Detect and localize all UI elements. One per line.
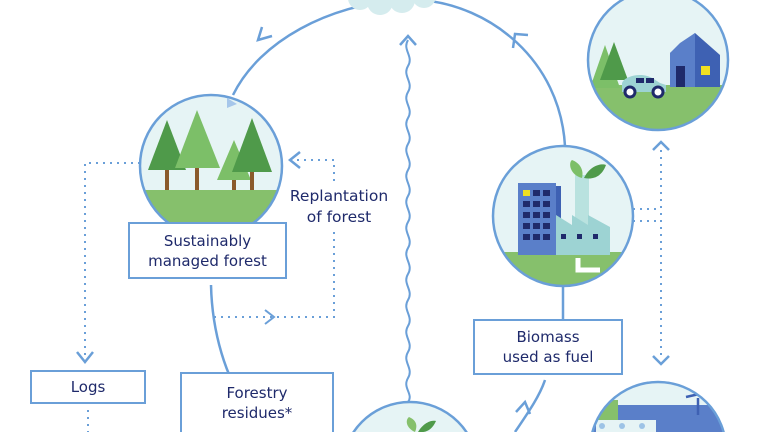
forest-dotted-connectors bbox=[84, 159, 335, 360]
arrow-down-transport-icon bbox=[652, 355, 670, 366]
residues-label-line-2: residues* bbox=[221, 404, 293, 422]
arrow-right-arc-icon bbox=[511, 32, 529, 49]
arrow-to-logs-icon bbox=[76, 351, 94, 365]
house-plant-dotted-connectors bbox=[633, 150, 662, 360]
arrow-to-forest-icon bbox=[287, 151, 301, 169]
arrow-lower-right-icon bbox=[515, 399, 532, 415]
power-plant-icon bbox=[491, 144, 635, 288]
arrow-left-arc-icon bbox=[256, 26, 273, 42]
biomass-label-line-2: used as fuel bbox=[502, 348, 594, 366]
arrow-up-icon bbox=[399, 34, 417, 46]
transport-icon bbox=[590, 380, 726, 432]
replant-label-line-2: of forest bbox=[306, 208, 372, 226]
house-car-icon bbox=[586, 0, 730, 132]
replant-label-line-1: Replantation bbox=[289, 187, 389, 205]
forestry-residues-label: Forestry residues* bbox=[180, 372, 334, 432]
replantation-label: Replantation of forest bbox=[278, 186, 400, 228]
biomass-label-line-1: Biomass bbox=[516, 328, 580, 346]
forest-label-line-1: Sustainably bbox=[163, 231, 252, 250]
residues-label-line-1: Forestry bbox=[226, 384, 288, 402]
arrow-up-house-icon bbox=[652, 140, 670, 151]
cloud-icon bbox=[348, 0, 436, 15]
sustainably-managed-forest-label: Sustainably managed forest bbox=[128, 222, 287, 279]
logs-label-text: Logs bbox=[70, 378, 106, 396]
biomass-fuel-label: Biomass used as fuel bbox=[473, 319, 623, 375]
co2-emission-wave bbox=[405, 39, 411, 403]
arrow-right-residues-icon bbox=[264, 309, 276, 325]
sapling-icon bbox=[342, 400, 478, 432]
logs-label: Logs bbox=[30, 370, 146, 404]
forest-label-line-2: managed forest bbox=[148, 251, 267, 270]
